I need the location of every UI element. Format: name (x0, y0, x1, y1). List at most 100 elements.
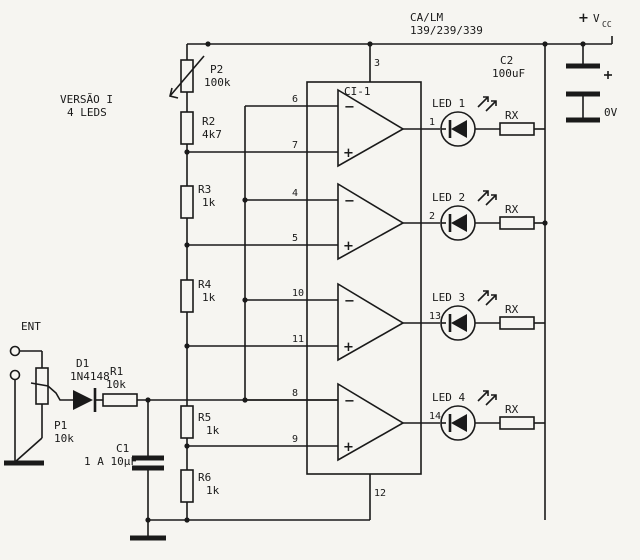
led-arrow-b-3 (491, 294, 497, 300)
c2-capacitor (566, 63, 612, 123)
minus-sign-4: − (344, 394, 355, 409)
led-ray-b-1 (485, 100, 497, 112)
led-diode-2 (451, 214, 467, 232)
inv-pin-4: 8 (292, 388, 298, 399)
rx-label-3: RX (505, 303, 519, 316)
r5-value: 1k (206, 424, 220, 437)
ic-ref-label: CI-1 (344, 85, 371, 98)
r6-value: 1k (206, 484, 220, 497)
p2-value: 100k (204, 76, 231, 89)
d1-value: 1N4148 (70, 370, 110, 383)
c2-value: 100uF (492, 67, 525, 80)
vcc-subscript: CC (602, 20, 612, 29)
led-arrow-b-1 (491, 100, 497, 106)
r1-value: 10k (106, 378, 126, 391)
comparator-stage-3: − +10 11 13 LED 3 RX (187, 282, 545, 362)
ic-package (306, 81, 422, 520)
input-label: ENT (21, 320, 41, 333)
inv-pin-1: 6 (292, 94, 298, 105)
c1-capacitor (130, 400, 166, 541)
inv-pin-3: 10 (292, 288, 304, 299)
noninv-pin-4: 9 (292, 434, 298, 445)
minus-sign-2: − (344, 194, 355, 209)
rx-resistor-3 (499, 316, 535, 330)
comparator-stage-4: − +8 9 14 LED 4 RX (187, 382, 545, 462)
rx-label-4: RX (505, 403, 519, 416)
led-arrow-b-2 (491, 194, 497, 200)
d1-ref: D1 (76, 357, 89, 370)
plus-sign-3: + (343, 340, 354, 355)
led-arrow-b-4 (491, 394, 497, 400)
r1-ref: R1 (110, 365, 123, 378)
led-label-2: LED 2 (432, 191, 465, 204)
c2-ref: C2 (500, 54, 513, 67)
led-arrow-a-3 (483, 290, 489, 296)
rail-junction-2 (542, 220, 548, 226)
led-ray-b-3 (485, 294, 497, 306)
led-ray-b-4 (485, 394, 497, 406)
rx-label-1: RX (505, 109, 519, 122)
led-label-4: LED 4 (432, 391, 465, 404)
version-subtitle: 4 LEDS (67, 106, 107, 119)
ic-gnd-pin: 12 (374, 488, 386, 499)
led-ray-a-4 (477, 390, 489, 402)
led-diode-1 (451, 120, 467, 138)
input-section (4, 345, 138, 466)
p1-ref: P1 (54, 419, 67, 432)
led-ray-a-2 (477, 190, 489, 202)
plus-sign-2: + (343, 239, 354, 254)
plus-sign-4: + (343, 440, 354, 455)
led-ray-a-1 (477, 96, 489, 108)
out-pin-4: 14 (429, 411, 441, 422)
r4-value: 1k (202, 291, 216, 304)
led-ray-a-3 (477, 290, 489, 302)
noninv-pin-1: 7 (292, 140, 298, 151)
comparator-stage-1: − +6 7 1 LED 1 RX (187, 88, 545, 168)
r6-ref: R6 (198, 471, 211, 484)
out-pin-3: 13 (429, 311, 441, 322)
led-arrow-a-1 (483, 96, 489, 102)
led-arrow-a-4 (483, 390, 489, 396)
minus-sign-1: − (344, 100, 355, 115)
comparator-symbol-2 (337, 182, 405, 261)
rx-resistor-1 (499, 122, 535, 136)
r3-value: 1k (202, 196, 216, 209)
ground-rail (145, 517, 370, 523)
plus-sign-1: + (343, 146, 354, 161)
comparator-symbol-1 (337, 88, 405, 168)
rx-label-2: RX (505, 203, 519, 216)
led-diode-4 (451, 414, 467, 432)
led-arrow-a-2 (483, 190, 489, 196)
r2-ref: R2 (202, 115, 215, 128)
led-label-3: LED 3 (432, 291, 465, 304)
r4-ref: R4 (198, 278, 212, 291)
rx-resistor-2 (499, 216, 535, 230)
comparator-symbol-4 (337, 382, 405, 462)
zero-volt-label: 0V (604, 106, 618, 119)
c1-ref: C1 (116, 442, 129, 455)
signal-bus (137, 106, 338, 403)
supply-rail (187, 36, 613, 520)
noninv-pin-2: 5 (292, 233, 298, 244)
c1-value: 1 A 10µF (84, 455, 137, 468)
noninv-pin-3: 11 (292, 334, 304, 345)
r5-ref: R5 (198, 411, 211, 424)
led-diode-3 (451, 314, 467, 332)
r2-value: 4k7 (202, 128, 222, 141)
vcc-plus-sign: + (578, 11, 589, 26)
rx-resistor-4 (499, 416, 535, 430)
minus-sign-3: − (344, 294, 355, 309)
vcc-label: V (593, 12, 600, 25)
ic-family-label: CA/LM (410, 11, 443, 24)
out-pin-2: 2 (429, 211, 435, 222)
p1-value: 10k (54, 432, 74, 445)
led-label-1: LED 1 (432, 97, 465, 110)
out-pin-1: 1 (429, 117, 435, 128)
p2-ref: P2 (210, 63, 223, 76)
led-ray-b-2 (485, 194, 497, 206)
version-title: VERSÃO I (60, 93, 113, 106)
